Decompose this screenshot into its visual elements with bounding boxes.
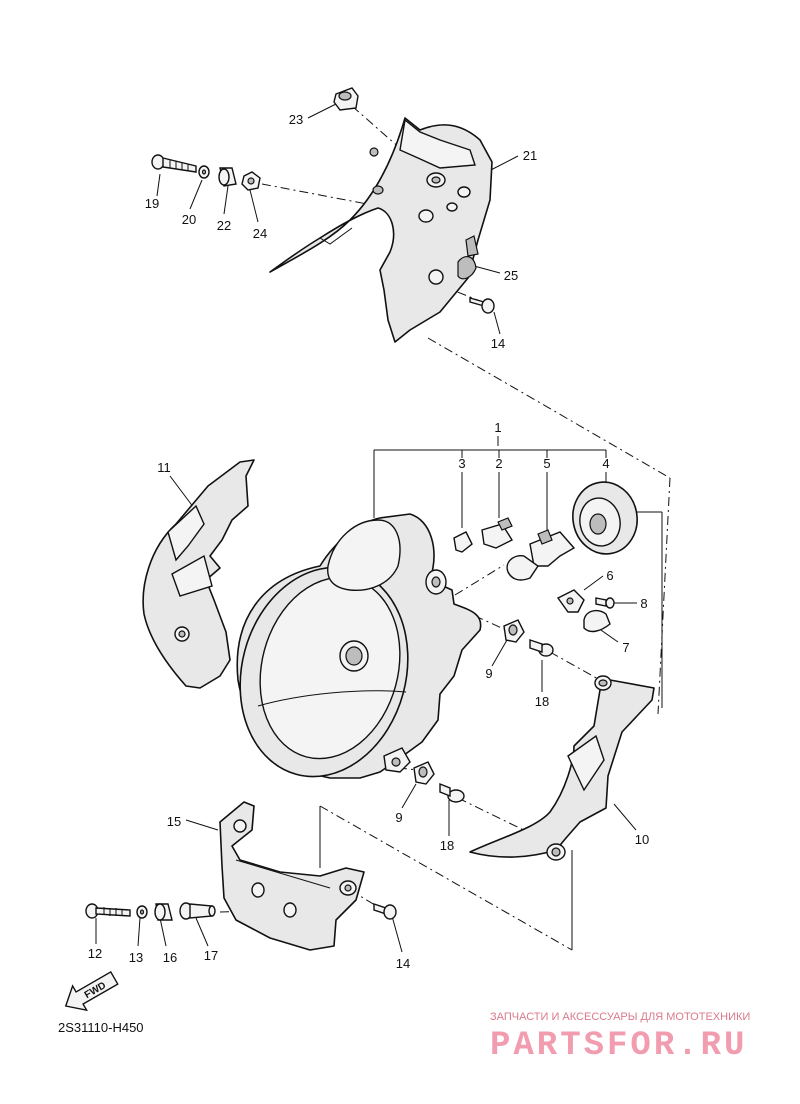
callout-13: 13 <box>129 950 143 965</box>
bulbs-and-sockets <box>453 481 638 581</box>
side-panel-11 <box>142 459 255 689</box>
screw-14-top <box>469 297 495 314</box>
callout-7: 7 <box>622 640 629 655</box>
collar-16 <box>154 903 173 921</box>
callout-1: 1 <box>494 420 501 435</box>
grommet-9-upper <box>503 619 525 643</box>
callout-23: 23 <box>289 112 303 127</box>
fwd-label: FWD <box>83 980 108 1001</box>
bulb-5 <box>506 529 576 581</box>
bulb-3 <box>453 531 473 553</box>
callout-6: 6 <box>606 568 613 583</box>
callout-2: 2 <box>495 456 502 471</box>
callout-17: 17 <box>204 948 218 963</box>
nut-23 <box>333 87 359 111</box>
diagram-code: 2S31110-H450 <box>58 1020 144 1035</box>
watermark-brand: PARTSFOR.RU <box>490 1027 747 1065</box>
callout-21: 21 <box>523 148 537 163</box>
collar-17 <box>179 902 216 920</box>
callout-9-upper: 9 <box>485 666 492 681</box>
callout-8: 8 <box>640 596 647 611</box>
callout-20: 20 <box>182 212 196 227</box>
lower-bracket-15 <box>219 801 365 951</box>
washer-20 <box>198 165 210 179</box>
bolt-12 <box>85 903 131 919</box>
callout-18-lower: 18 <box>440 838 454 853</box>
watermark-tagline: ЗАПЧАСТИ И АКСЕССУАРЫ ДЛЯ МОТОТЕХНИКИ <box>490 1011 750 1023</box>
cover-10 <box>469 675 655 861</box>
callout-4: 4 <box>602 456 609 471</box>
bracket-6 <box>556 589 585 613</box>
hardware-bottom <box>85 902 397 921</box>
clip-7 <box>583 609 611 633</box>
cover-4 <box>572 481 638 555</box>
collar-18-upper <box>529 639 554 657</box>
small-brackets <box>556 589 615 633</box>
headlight-body <box>236 513 482 779</box>
callout-9-lower: 9 <box>395 810 402 825</box>
callout-5: 5 <box>543 456 550 471</box>
callout-24: 24 <box>253 226 267 241</box>
washer-13 <box>136 905 148 919</box>
callout-11: 11 <box>157 460 171 475</box>
screw-8 <box>595 597 615 609</box>
cowl-bracket-21 <box>269 117 493 343</box>
callout-18-upper: 18 <box>535 694 549 709</box>
callout-3: 3 <box>458 456 465 471</box>
fwd-arrow-icon <box>64 970 119 1012</box>
nut-24 <box>241 171 261 191</box>
bolt-19 <box>151 154 197 173</box>
callout-19: 19 <box>145 196 159 211</box>
callout-14-bottom: 14 <box>396 956 410 971</box>
callout-22: 22 <box>217 218 231 233</box>
grommets-collars <box>413 619 554 803</box>
callout-10: 10 <box>635 832 649 847</box>
screw-14-bottom <box>373 903 397 920</box>
callout-14-top: 14 <box>491 336 505 351</box>
callout-12: 12 <box>88 946 102 961</box>
collar-22 <box>218 167 237 187</box>
callout-numbers: 1 2 3 4 5 6 7 8 9 9 10 11 12 13 14 14 15… <box>88 112 649 971</box>
collar-18-lower <box>439 782 465 803</box>
callout-25: 25 <box>504 268 518 283</box>
fwd-arrow: FWD <box>64 970 119 1012</box>
grommet-9-lower <box>413 761 435 785</box>
hardware-top <box>151 87 495 314</box>
socket-2 <box>481 517 514 549</box>
callout-15: 15 <box>167 814 181 829</box>
callout-16: 16 <box>163 950 177 965</box>
